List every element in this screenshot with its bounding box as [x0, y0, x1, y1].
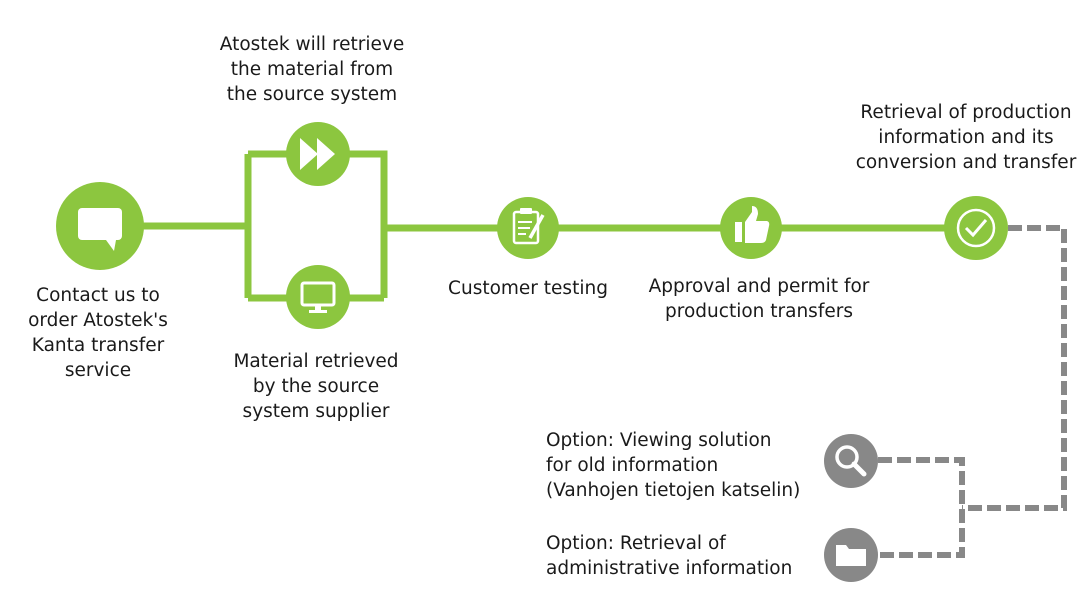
contact-label: Contact us to order Atostek's Kanta tran… [28, 283, 168, 383]
production-label-line: conversion and transfer [855, 152, 1077, 173]
option-viewing-label-line: (Vanhojen tietojen katselin) [546, 480, 801, 501]
supplier-retrieve-label-line: Material retrieved [233, 351, 399, 372]
production-label-line: information and its [878, 127, 1054, 148]
solid-connectors [100, 150, 976, 302]
clipboard-pen-icon [512, 208, 545, 245]
split-branch-box [350, 150, 388, 226]
dashed-production-to-options [962, 225, 1067, 511]
atostek-retrieve-label-line: the material from [230, 59, 394, 80]
supplier-retrieve-label-line: system supplier [242, 401, 390, 422]
search-icon [835, 445, 867, 477]
contact-label-line: service [64, 360, 132, 381]
contact-label-line: Contact us to [36, 285, 160, 306]
contact-label-line: order Atostek's [28, 310, 168, 331]
option-viewing-label-line: Option: Viewing solution [546, 430, 772, 451]
supplier-retrieve-label-line: by the source [252, 376, 380, 397]
production-label-line: Retrieval of production [860, 102, 1072, 123]
approval-step [720, 197, 782, 259]
option-admin-label: Option: Retrieval of administrative info… [546, 531, 792, 581]
speech-bubble-icon [78, 208, 122, 251]
fast-forward-icon [300, 138, 335, 170]
approval-label-line: production transfers [665, 301, 853, 322]
atostek-retrieve-step [286, 122, 350, 186]
customer-testing-label-line: Customer testing [448, 278, 608, 299]
option-viewing-step [824, 434, 878, 488]
production-circle [944, 196, 1008, 260]
dashed-options-branch [878, 457, 965, 558]
contact-label-line: Kanta transfer [31, 335, 165, 356]
checkmark-ring [956, 208, 996, 248]
supplier-retrieve-label: Material retrieved by the source system … [233, 349, 398, 424]
supplier-retrieve-circle [286, 265, 350, 329]
dashed-connectors [878, 225, 1067, 558]
approval-label: Approval and permit for production trans… [649, 274, 870, 324]
option-viewing-circle [824, 434, 878, 488]
thumbs-up-icon [735, 206, 770, 243]
monitor-icon [300, 281, 336, 313]
option-viewing-label-line: for old information [546, 455, 719, 476]
option-viewing-label: Option: Viewing solution for old informa… [546, 428, 800, 503]
contact-step [56, 182, 144, 270]
customer-testing-label: Customer testing [448, 276, 608, 301]
option-admin-step [824, 528, 878, 582]
atostek-retrieve-label: Atostek will retrieve the material from … [220, 32, 405, 107]
atostek-retrieve-label-line: Atostek will retrieve [219, 34, 405, 55]
folder-icon [836, 545, 866, 566]
production-label: Retrieval of production information and … [856, 100, 1077, 175]
customer-testing-step [497, 197, 559, 259]
option-admin-label-line: administrative information [546, 558, 793, 579]
atostek-retrieve-label-line: the source system [226, 84, 398, 105]
option-admin-label-line: Option: Retrieval of [546, 533, 726, 554]
approval-label-line: Approval and permit for [648, 276, 870, 297]
production-step [944, 196, 1008, 260]
checkmark-icon [964, 219, 988, 238]
supplier-retrieve-step [286, 265, 350, 329]
